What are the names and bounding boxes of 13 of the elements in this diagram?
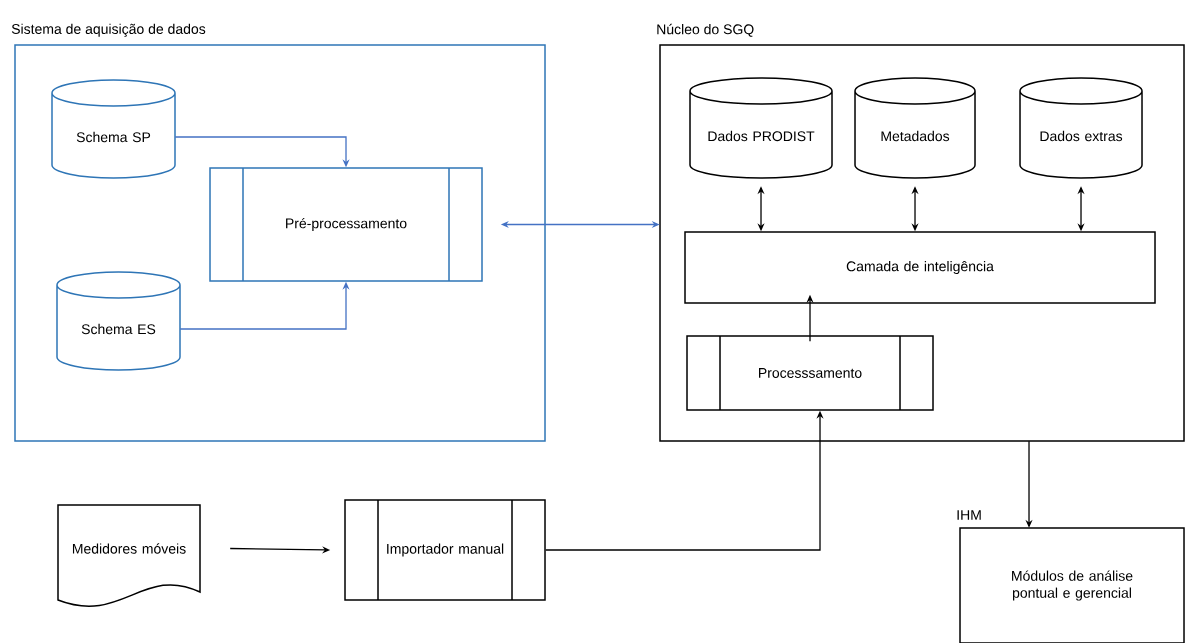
database-cylinder: Schema SP xyxy=(51,79,176,179)
process-box: Pré-processamento xyxy=(209,167,483,282)
group-heading: Núcleo do SGQ xyxy=(657,23,754,37)
process-box: Processsamento xyxy=(686,335,934,411)
group-heading: Sistema de aquisição de dados xyxy=(11,23,206,37)
database-cylinder: Metadados xyxy=(854,77,976,179)
database-cylinder: Dados extras xyxy=(1019,77,1143,179)
database-cylinder: Schema ES xyxy=(56,271,181,371)
layer-box: Camada de inteligência xyxy=(684,231,1156,304)
group-heading: IHM xyxy=(957,510,981,520)
process-box: Importador manual xyxy=(344,499,546,601)
database-cylinder: Dados PRODIST xyxy=(689,77,833,179)
module-box: Módulos de análise pontual e gerencial xyxy=(959,527,1185,643)
